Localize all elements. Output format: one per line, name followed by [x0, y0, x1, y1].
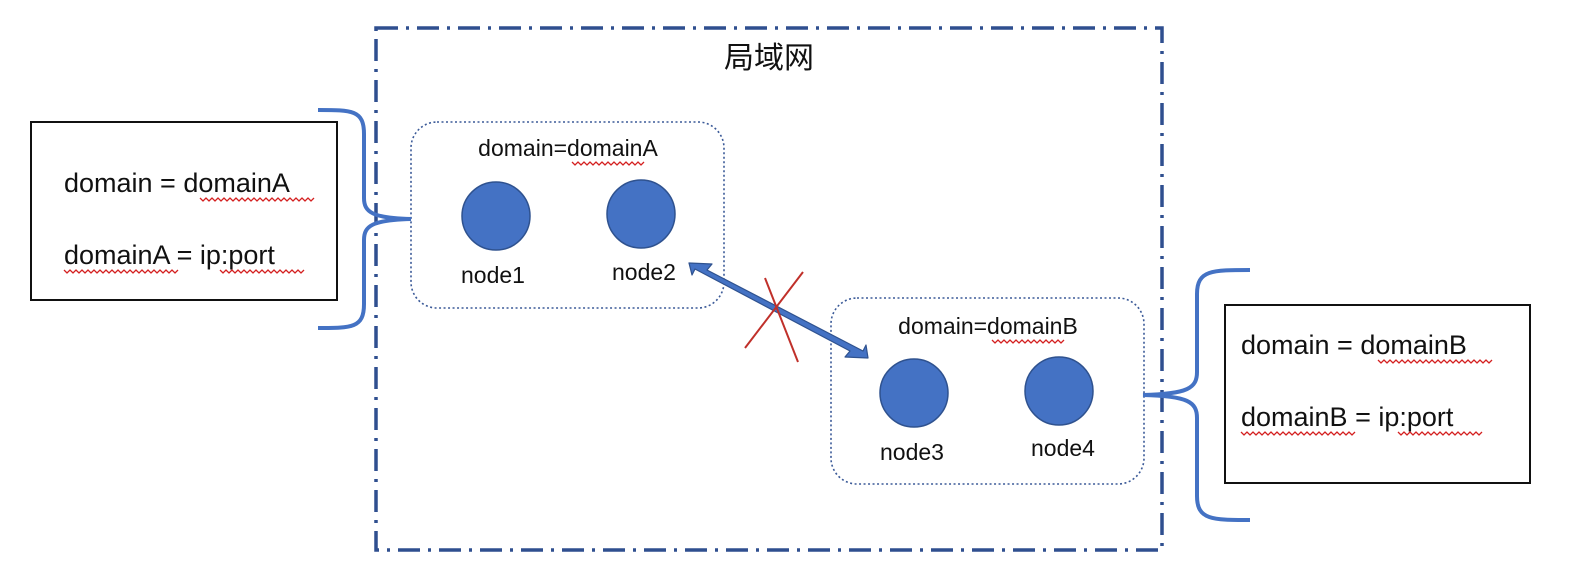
domain-a-label: domain=domainA — [478, 135, 658, 161]
config-box-b — [1224, 304, 1531, 484]
domain-a-group — [410, 121, 725, 309]
spellcheck-underline — [991, 339, 1065, 344]
node3-label: node3 — [880, 439, 944, 465]
right-brace — [1142, 268, 1251, 522]
spellcheck-underline — [571, 161, 645, 166]
node2-label: node2 — [612, 259, 676, 285]
node4-circle — [1024, 356, 1094, 426]
node3-circle — [879, 358, 949, 428]
lan-title: 局域网 — [724, 41, 814, 76]
config-b-line1: domain = domainB — [1241, 330, 1467, 360]
x-cross-icon — [744, 271, 804, 363]
spellcheck-underline — [1377, 359, 1493, 364]
node2-circle — [606, 179, 676, 249]
node1-circle — [461, 181, 531, 251]
domain-b-group — [830, 297, 1145, 485]
node4-label: node4 — [1031, 435, 1095, 461]
config-a-line1: domain = domainA — [64, 168, 290, 198]
spellcheck-underline — [219, 269, 305, 274]
node1-label: node1 — [461, 262, 525, 288]
lan-boundary — [374, 26, 1164, 552]
config-box-a — [30, 121, 338, 301]
spellcheck-underline — [1240, 431, 1356, 436]
left-brace — [317, 108, 412, 330]
config-a-line2: domainA = ip:port — [64, 240, 275, 270]
spellcheck-underline — [63, 269, 179, 274]
domain-b-label: domain=domainB — [898, 313, 1078, 339]
spellcheck-underline — [1397, 431, 1483, 436]
spellcheck-underline — [199, 197, 315, 202]
config-b-line2: domainB = ip:port — [1241, 402, 1454, 432]
